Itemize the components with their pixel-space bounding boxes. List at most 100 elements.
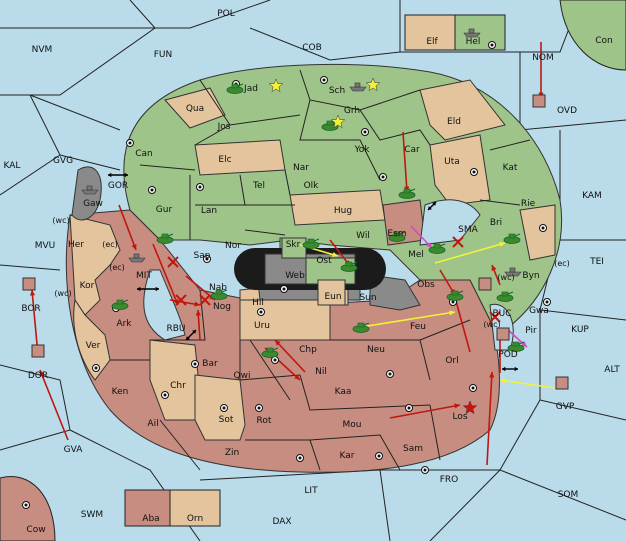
army-unit-icon[interactable] — [340, 261, 358, 272]
label-nab: Nab — [209, 283, 227, 293]
army-unit-icon[interactable] — [111, 299, 129, 310]
army-unit-icon[interactable] — [507, 341, 525, 352]
army-unit-icon[interactable] — [388, 231, 406, 242]
coast-label: (wc) — [52, 216, 69, 225]
label-hel: Hel — [466, 37, 481, 47]
label-con: Con — [595, 36, 613, 46]
army-unit-icon[interactable] — [261, 347, 279, 358]
supply-center-dot — [423, 468, 427, 472]
dislodged-marker-icon — [167, 256, 179, 268]
label-pol: POL — [217, 9, 235, 19]
unit-marker-icon[interactable] — [31, 344, 45, 358]
hel-box — [454, 14, 506, 51]
label-swm: SWM — [81, 510, 103, 520]
label-jad: Jad — [243, 84, 258, 94]
orn-box — [169, 489, 221, 527]
label-uru: Uru — [254, 321, 270, 331]
arrowhead-icon — [502, 366, 506, 372]
army-unit-icon[interactable] — [398, 188, 416, 199]
unit-marker-icon[interactable] — [22, 277, 36, 291]
arrowhead-icon — [432, 202, 436, 206]
label-rot: Rot — [257, 416, 272, 426]
label-los: Los — [452, 412, 467, 422]
army-unit-icon[interactable] — [302, 238, 320, 249]
order-arrow — [486, 371, 493, 466]
army-unit-icon[interactable] — [226, 83, 244, 94]
army-unit-icon[interactable] — [503, 233, 521, 244]
army-unit-icon[interactable] — [428, 243, 446, 254]
label-lit: LIT — [304, 486, 318, 496]
unit-marker-icon[interactable] — [478, 277, 492, 291]
supply-center-dot — [322, 78, 326, 82]
arrowhead-icon — [155, 286, 159, 292]
sma-sea — [419, 199, 481, 246]
supply-center-dot — [150, 188, 154, 192]
order-arrow — [499, 379, 556, 389]
label-elf: Elf — [426, 37, 438, 47]
label-bar: Bar — [202, 359, 218, 369]
coast-label: (wc) — [54, 289, 71, 298]
fleet-unit-icon[interactable] — [463, 28, 481, 38]
supply-center-dot — [128, 141, 132, 145]
supply-center-dot — [451, 300, 455, 304]
arrowhead-icon — [29, 290, 36, 296]
fleet-unit-icon[interactable] — [128, 253, 146, 263]
label-ken: Ken — [112, 387, 129, 397]
supply-centers — [22, 41, 551, 509]
unit-marker-icon[interactable] — [496, 327, 510, 341]
label-nom: NOM — [532, 53, 554, 63]
label-pod: POD — [498, 350, 518, 360]
unit-marker-icon[interactable] — [532, 94, 546, 108]
label-orn: Orn — [187, 514, 203, 524]
order-arrow — [329, 239, 351, 267]
label-fun: FUN — [154, 50, 173, 60]
label-nvm: NVM — [32, 45, 53, 55]
army-unit-icon[interactable] — [496, 291, 514, 302]
label-pir: Pir — [525, 326, 537, 336]
order-arrow — [434, 242, 506, 264]
rbu-sea — [143, 269, 186, 341]
supply-center-dot — [259, 310, 263, 314]
label-ver: Ver — [86, 341, 101, 351]
label-rbu: RBU — [166, 324, 185, 334]
label-hil: Hil — [252, 298, 264, 308]
arrowhead-icon — [332, 251, 338, 258]
fleet-unit-icon[interactable] — [349, 82, 367, 92]
label-sap: Sap — [194, 251, 211, 261]
supply-center-dot — [490, 43, 494, 47]
label-zin: Zin — [225, 448, 239, 458]
army-unit-icon[interactable] — [352, 322, 370, 333]
army-unit-icon[interactable] — [156, 233, 174, 244]
label-neu: Neu — [367, 345, 385, 355]
coast-label: (wc) — [483, 320, 500, 329]
supply-center-dot — [222, 406, 226, 410]
label-gaw: Gaw — [83, 199, 103, 209]
arrowhead-icon — [137, 286, 141, 292]
label-mvu: MVU — [35, 241, 56, 251]
supply-center-dot — [193, 362, 197, 366]
arrowhead-icon — [124, 172, 128, 178]
supply-center-dot — [377, 454, 381, 458]
label-eld: Eld — [447, 117, 461, 127]
fleet-unit-icon[interactable] — [81, 185, 99, 195]
label-chp: Chp — [299, 345, 317, 355]
fleet-unit-icon[interactable] — [504, 267, 522, 277]
army-unit-icon[interactable] — [446, 290, 464, 301]
army-unit-icon[interactable] — [210, 289, 228, 300]
arrowhead-icon — [108, 172, 112, 178]
label-nog: Nog — [213, 302, 231, 312]
label-ovd: OVD — [557, 106, 577, 116]
arrowhead-icon — [428, 206, 432, 210]
label-gvp: GVP — [556, 402, 575, 412]
label-tei: TEI — [589, 257, 604, 267]
supply-center-dot — [541, 226, 545, 230]
label-mel: Mel — [408, 250, 424, 260]
order-arrow — [402, 131, 408, 193]
unit-marker-icon[interactable] — [555, 376, 569, 390]
coast-label: (wc) — [497, 273, 514, 282]
label-sma: SMA — [458, 225, 478, 235]
internal-borders — [110, 69, 531, 471]
label-gor: GOR — [108, 181, 128, 191]
